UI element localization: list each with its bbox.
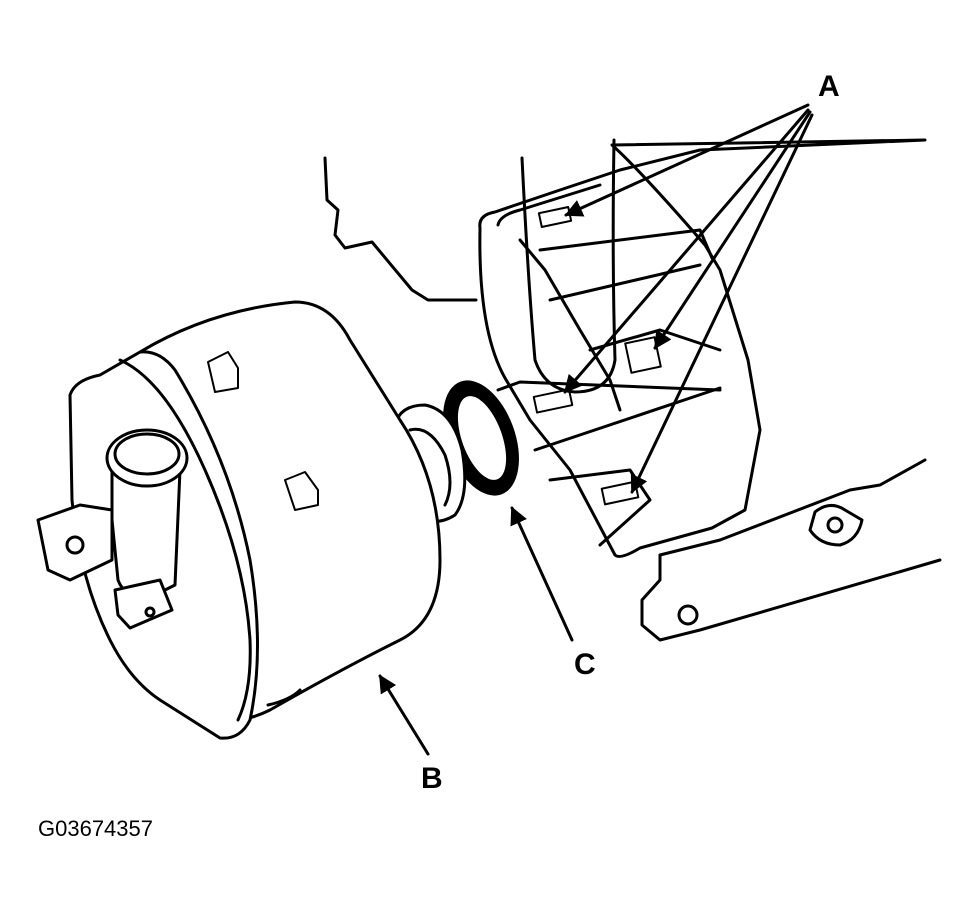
arrow-a-3 bbox=[653, 110, 812, 350]
callout-label-c: C bbox=[574, 648, 596, 681]
figure-id: G03674357 bbox=[38, 816, 153, 841]
arrow-c bbox=[510, 506, 574, 642]
arrow-b bbox=[378, 674, 430, 756]
reservoir bbox=[36, 300, 467, 740]
callout-label-b: B bbox=[421, 762, 443, 795]
mounting-body-outline bbox=[323, 156, 478, 302]
bracket-clip bbox=[478, 138, 927, 558]
base-plate bbox=[640, 458, 942, 642]
arrow-a-4 bbox=[630, 113, 814, 494]
callout-label-a: A bbox=[818, 70, 840, 103]
arrow-a-1 bbox=[564, 103, 810, 217]
leader-arrows bbox=[378, 103, 814, 756]
arrow-a-2 bbox=[563, 108, 810, 394]
